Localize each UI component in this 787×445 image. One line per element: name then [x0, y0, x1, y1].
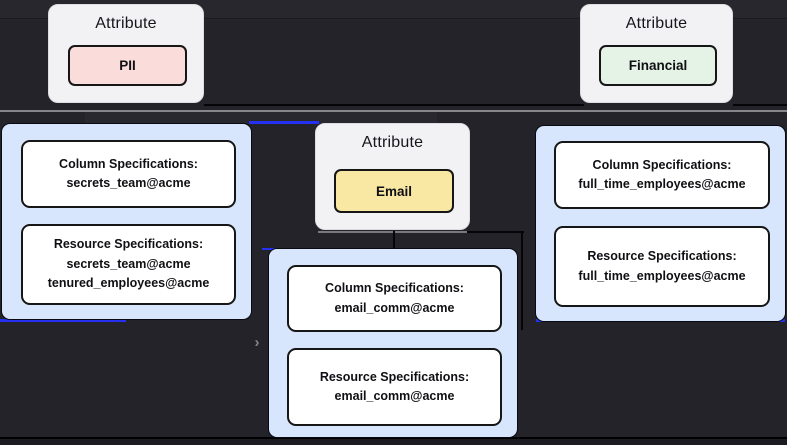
spec-value: secrets_team@acme — [66, 256, 191, 271]
edge-blue-segment-bottom-left — [0, 319, 126, 322]
spec-title: Column Specifications: — [592, 157, 732, 172]
attribute-node-title: Attribute — [625, 15, 688, 32]
resource-specifications-box[interactable]: Resource Specifications: email_comm@acme — [287, 348, 502, 426]
column-specifications-box[interactable]: Column Specifications: email_comm@acme — [287, 265, 502, 332]
bottom-band — [0, 439, 787, 445]
attribute-chip-label: Email — [375, 183, 413, 199]
top-separator-line — [0, 18, 787, 19]
spec-title: Column Specifications: — [59, 156, 198, 171]
spec-value: tenured_employees@acme — [47, 276, 210, 291]
attribute-node-pii[interactable]: Attribute PII — [48, 4, 204, 103]
spec-title: Resource Specifications: — [53, 237, 204, 252]
spec-value: full_time_employees@acme — [578, 177, 746, 191]
spec-value: email_comm@acme — [334, 389, 455, 403]
attribute-node-title: Attribute — [361, 134, 424, 151]
spec-title: Column Specifications: — [325, 281, 464, 296]
cluster-full-time-employees[interactable]: Column Specifications: full_time_employe… — [535, 125, 786, 322]
attribute-chip-label: Financial — [628, 58, 688, 73]
edge-black-horizontal-a — [204, 104, 584, 106]
spec-value: email_comm@acme — [334, 300, 455, 315]
resource-specifications-box[interactable]: Resource Specifications: full_time_emplo… — [554, 226, 770, 307]
attribute-node-financial[interactable]: Attribute Financial — [580, 4, 733, 103]
edge-blue-segment-top — [249, 121, 319, 124]
edge-black-bottom-line — [0, 437, 787, 439]
edge-gray-horizontal — [0, 110, 787, 112]
edge-black-vertical — [521, 233, 523, 330]
edge-black-horizontal-c — [467, 231, 524, 233]
spec-value: secrets_team@acme — [66, 176, 191, 190]
attribute-node-email[interactable]: Attribute Email — [315, 123, 470, 230]
spec-title: Resource Specifications: — [319, 369, 470, 384]
edge-email-to-cluster — [393, 231, 395, 249]
column-specifications-box[interactable]: Column Specifications: secrets_team@acme — [21, 140, 236, 208]
edge-blue-segment-middle-cluster-corner — [262, 248, 278, 250]
edge-arrowhead-icon: › — [254, 334, 260, 351]
column-specifications-box[interactable]: Column Specifications: full_time_employe… — [554, 141, 770, 209]
spec-title: Resource Specifications: — [587, 249, 737, 264]
spec-value: full_time_employees@acme — [578, 268, 746, 283]
resource-specifications-box[interactable]: Resource Specifications: secrets_team@ac… — [21, 224, 236, 305]
attribute-chip-label: PII — [119, 58, 136, 73]
attribute-node-title: Attribute — [95, 15, 157, 32]
cluster-email-comm[interactable]: Column Specifications: email_comm@acme R… — [268, 248, 518, 438]
edge-black-horizontal-b — [733, 104, 787, 106]
cluster-secrets-team[interactable]: Column Specifications: secrets_team@acme… — [1, 123, 252, 320]
edge-dark-band — [85, 112, 437, 123]
attribute-chip-email[interactable]: Email — [334, 169, 454, 213]
attribute-chip-pii[interactable]: PII — [68, 45, 187, 86]
attribute-chip-financial[interactable]: Financial — [599, 45, 717, 86]
